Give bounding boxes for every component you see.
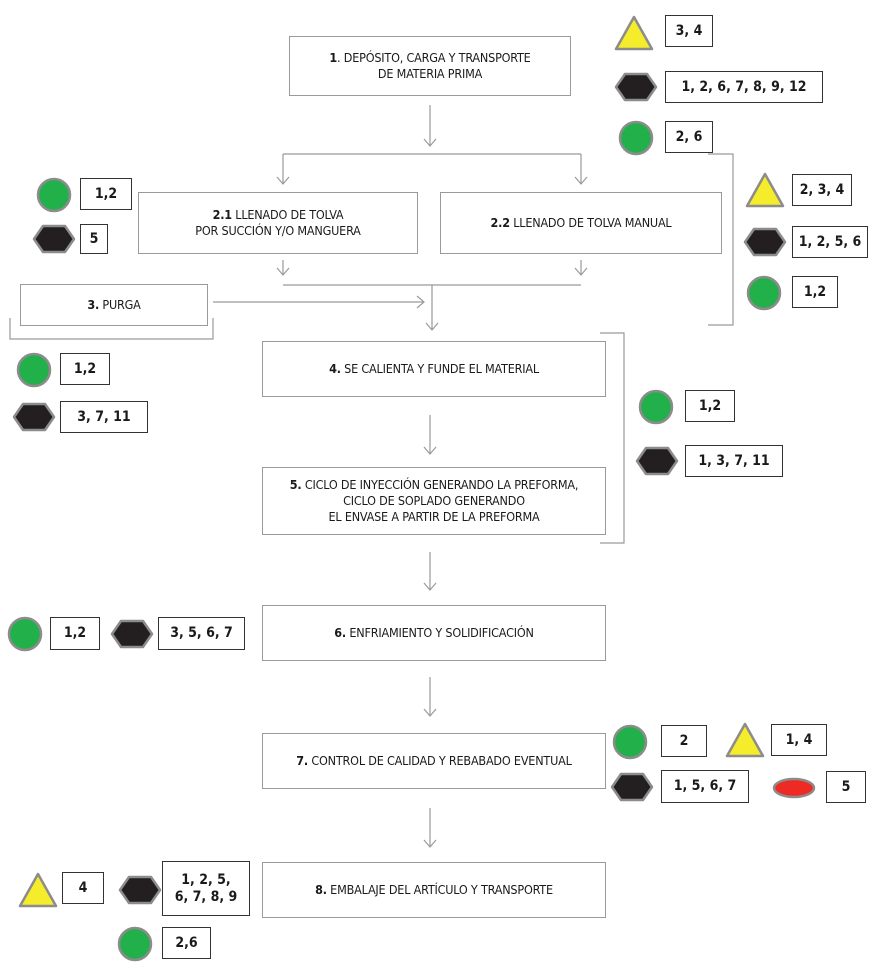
code-box-step-2-2-triangle: 2, 3, 4 bbox=[792, 174, 852, 206]
step-7-line-1: 7. CONTROL DE CALIDAD Y REBABADO EVENTUA… bbox=[296, 753, 572, 768]
step-5-line-2: CICLO DE SOPLADO GENERANDO bbox=[343, 493, 525, 508]
step-3-box: 3. PURGA bbox=[20, 284, 208, 326]
code-box-step-8-hexagon: 1, 2, 5, 6, 7, 8, 9 bbox=[162, 861, 250, 916]
black-hexagon-icon bbox=[743, 227, 787, 257]
step-8-box: 8. EMBALAJE DEL ARTÍCULO Y TRANSPORTE bbox=[262, 862, 606, 918]
green-circle-icon bbox=[36, 177, 72, 213]
green-circle-icon bbox=[16, 352, 52, 388]
green-circle-icon bbox=[117, 926, 153, 962]
code-box-step-1-triangle: 3, 4 bbox=[665, 15, 713, 47]
code-box-step-7-triangle: 1, 4 bbox=[771, 724, 827, 756]
code-box-step-2-1-circle: 1,2 bbox=[80, 178, 132, 210]
black-hexagon-icon bbox=[110, 619, 154, 649]
code-box-step-2-1-hexagon: 5 bbox=[80, 224, 108, 254]
code-box-step-3-circle: 1,2 bbox=[60, 353, 110, 385]
code-box-step-8-hexagon-line-1: 1, 2, 5, bbox=[181, 871, 231, 888]
code-box-step-3-hexagon: 3, 7, 11 bbox=[60, 401, 148, 433]
code-box-step-6-circle: 1,2 bbox=[50, 617, 100, 650]
yellow-triangle-icon bbox=[614, 15, 654, 51]
green-circle-icon bbox=[638, 389, 674, 425]
black-hexagon-icon bbox=[635, 446, 679, 476]
code-box-step-1-hexagon: 1, 2, 6, 7, 8, 9, 12 bbox=[665, 71, 823, 103]
code-box-step-4-5-circle: 1,2 bbox=[685, 390, 735, 422]
step-2-1-box: 2.1 LLENADO DE TOLVA POR SUCCIÓN Y/O MAN… bbox=[138, 192, 418, 254]
code-box-step-1-circle: 2, 6 bbox=[665, 121, 713, 153]
step-2-2-box: 2.2 LLENADO DE TOLVA MANUAL bbox=[440, 192, 722, 254]
green-circle-icon bbox=[7, 616, 43, 652]
black-hexagon-icon bbox=[610, 772, 654, 802]
code-box-step-7-hexagon: 1, 5, 6, 7 bbox=[661, 770, 749, 803]
step-5-box: 5. CICLO DE INYECCIÓN GENERANDO LA PREFO… bbox=[262, 467, 606, 535]
step-2-1-line-1: 2.1 LLENADO DE TOLVA bbox=[212, 207, 344, 222]
step-2-1-line-2: POR SUCCIÓN Y/O MANGUERA bbox=[195, 223, 361, 238]
code-box-step-7-circle: 2 bbox=[661, 725, 707, 757]
code-box-step-4-5-hexagon: 1, 3, 7, 11 bbox=[685, 445, 783, 477]
green-circle-icon bbox=[746, 275, 782, 311]
code-box-step-7-ellipse: 5 bbox=[826, 771, 866, 803]
step-5-line-3: EL ENVASE A PARTIR DE LA PREFORMA bbox=[328, 509, 540, 524]
step-4-line-1: 4. SE CALIENTA Y FUNDE EL MATERIAL bbox=[329, 361, 539, 376]
code-box-step-8-hexagon-line-2: 6, 7, 8, 9 bbox=[174, 888, 238, 905]
step-2-2-line-1: 2.2 LLENADO DE TOLVA MANUAL bbox=[490, 215, 672, 230]
red-ellipse-icon bbox=[772, 777, 816, 799]
black-hexagon-icon bbox=[118, 875, 162, 905]
code-box-step-2-2-hexagon: 1, 2, 5, 6 bbox=[792, 226, 868, 258]
step-3-line-1: 3. PURGA bbox=[87, 297, 141, 312]
black-hexagon-icon bbox=[32, 224, 76, 254]
step-6-line-1: 6. ENFRIAMIENTO Y SOLIDIFICACIÓN bbox=[334, 625, 534, 640]
code-box-step-8-triangle: 4 bbox=[62, 872, 104, 904]
green-circle-icon bbox=[618, 120, 654, 156]
step-4-box: 4. SE CALIENTA Y FUNDE EL MATERIAL bbox=[262, 341, 606, 397]
step-1-line-2: DE MATERIA PRIMA bbox=[377, 66, 483, 81]
step-5-line-1: 5. CICLO DE INYECCIÓN GENERANDO LA PREFO… bbox=[289, 477, 579, 492]
step-8-line-1: 8. EMBALAJE DEL ARTÍCULO Y TRANSPORTE bbox=[315, 882, 553, 897]
step-1-line-1: 1. DEPÓSITO, CARGA Y TRANSPORTE bbox=[329, 50, 531, 65]
black-hexagon-icon bbox=[12, 402, 56, 432]
yellow-triangle-icon bbox=[745, 172, 785, 208]
step-1-box: 1. DEPÓSITO, CARGA Y TRANSPORTE DE MATER… bbox=[289, 36, 571, 96]
black-hexagon-icon bbox=[614, 72, 658, 102]
green-circle-icon bbox=[612, 724, 648, 760]
code-box-step-8-circle: 2,6 bbox=[162, 927, 211, 959]
step-7-box: 7. CONTROL DE CALIDAD Y REBABADO EVENTUA… bbox=[262, 733, 606, 789]
code-box-step-6-hexagon: 3, 5, 6, 7 bbox=[158, 617, 245, 650]
step-6-box: 6. ENFRIAMIENTO Y SOLIDIFICACIÓN bbox=[262, 605, 606, 661]
code-box-step-2-2-circle: 1,2 bbox=[792, 276, 838, 308]
yellow-triangle-icon bbox=[18, 872, 58, 908]
yellow-triangle-icon bbox=[725, 722, 765, 758]
